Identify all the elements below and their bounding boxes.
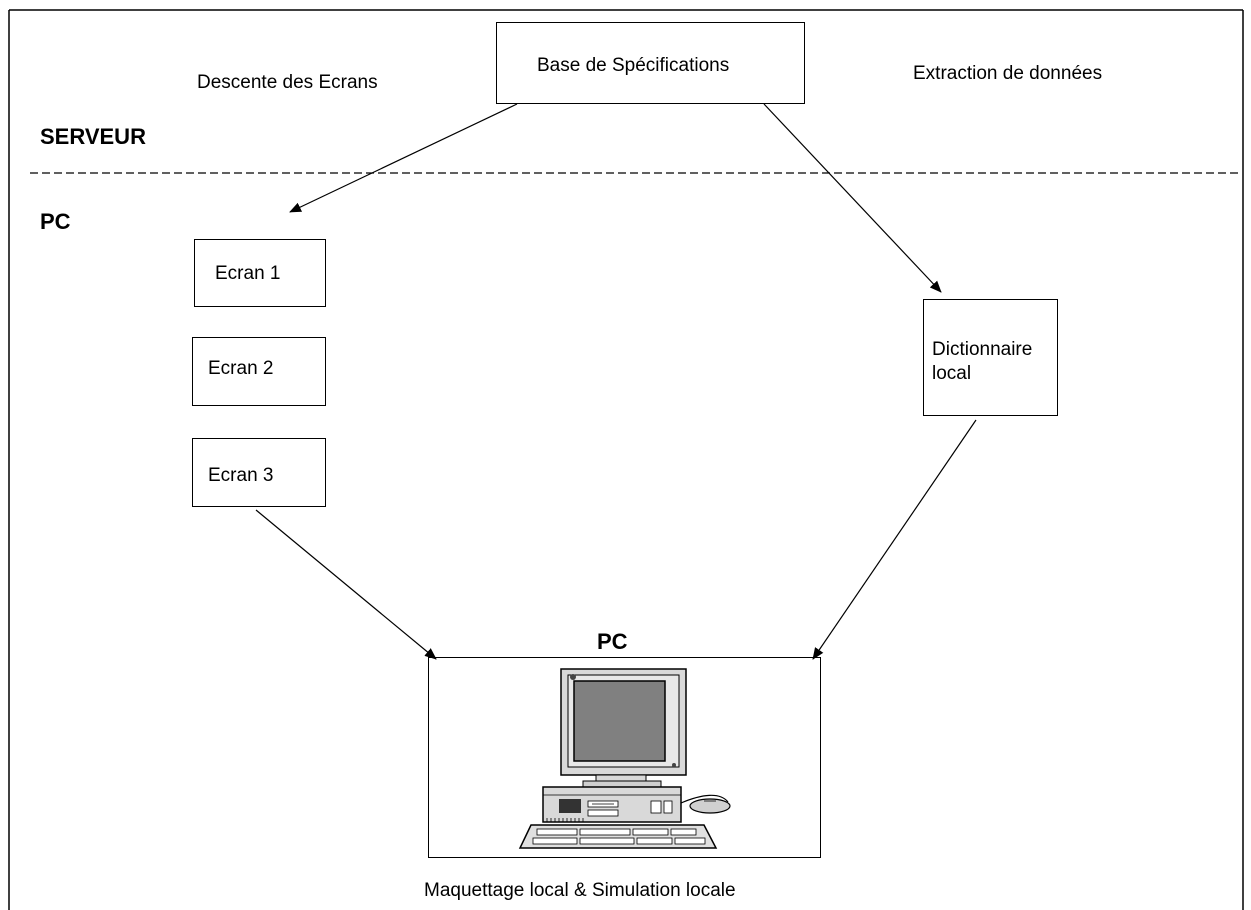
box-base-de-specifications: Base de Spécifications [496, 22, 805, 104]
box-dictionnaire-local-line1: Dictionnaire [932, 339, 1033, 360]
label-serveur: SERVEUR [40, 124, 146, 149]
box-ecran-2-label: Ecran 2 [208, 358, 274, 379]
label-pc-zone: PC [40, 209, 71, 234]
box-pc [428, 657, 821, 858]
box-ecran-3: Ecran 3 [192, 438, 326, 507]
label-pc-box-title: PC [597, 629, 628, 654]
box-base-de-specifications-label: Base de Spécifications [537, 55, 730, 76]
box-dictionnaire-local: Dictionnaire local [923, 299, 1058, 416]
box-dictionnaire-local-line2: local [932, 363, 972, 384]
label-maquettage-caption: Maquettage local & Simulation locale [424, 880, 736, 901]
label-extraction-de-donnees: Extraction de données [913, 63, 1103, 84]
box-ecran-2: Ecran 2 [192, 337, 326, 406]
label-descente-des-ecrans: Descente des Ecrans [197, 72, 378, 93]
arrow-dictionary-to-pc [812, 419, 977, 660]
arrow-spec-to-screens [289, 103, 518, 213]
box-ecran-1-label: Ecran 1 [215, 263, 281, 284]
arrow-spec-to-dictionary [763, 103, 942, 293]
arrow-screen3-to-pc [255, 509, 437, 660]
box-ecran-1: Ecran 1 [194, 239, 326, 307]
desktop-computer-icon [518, 668, 731, 849]
box-ecran-3-label: Ecran 3 [208, 465, 274, 486]
